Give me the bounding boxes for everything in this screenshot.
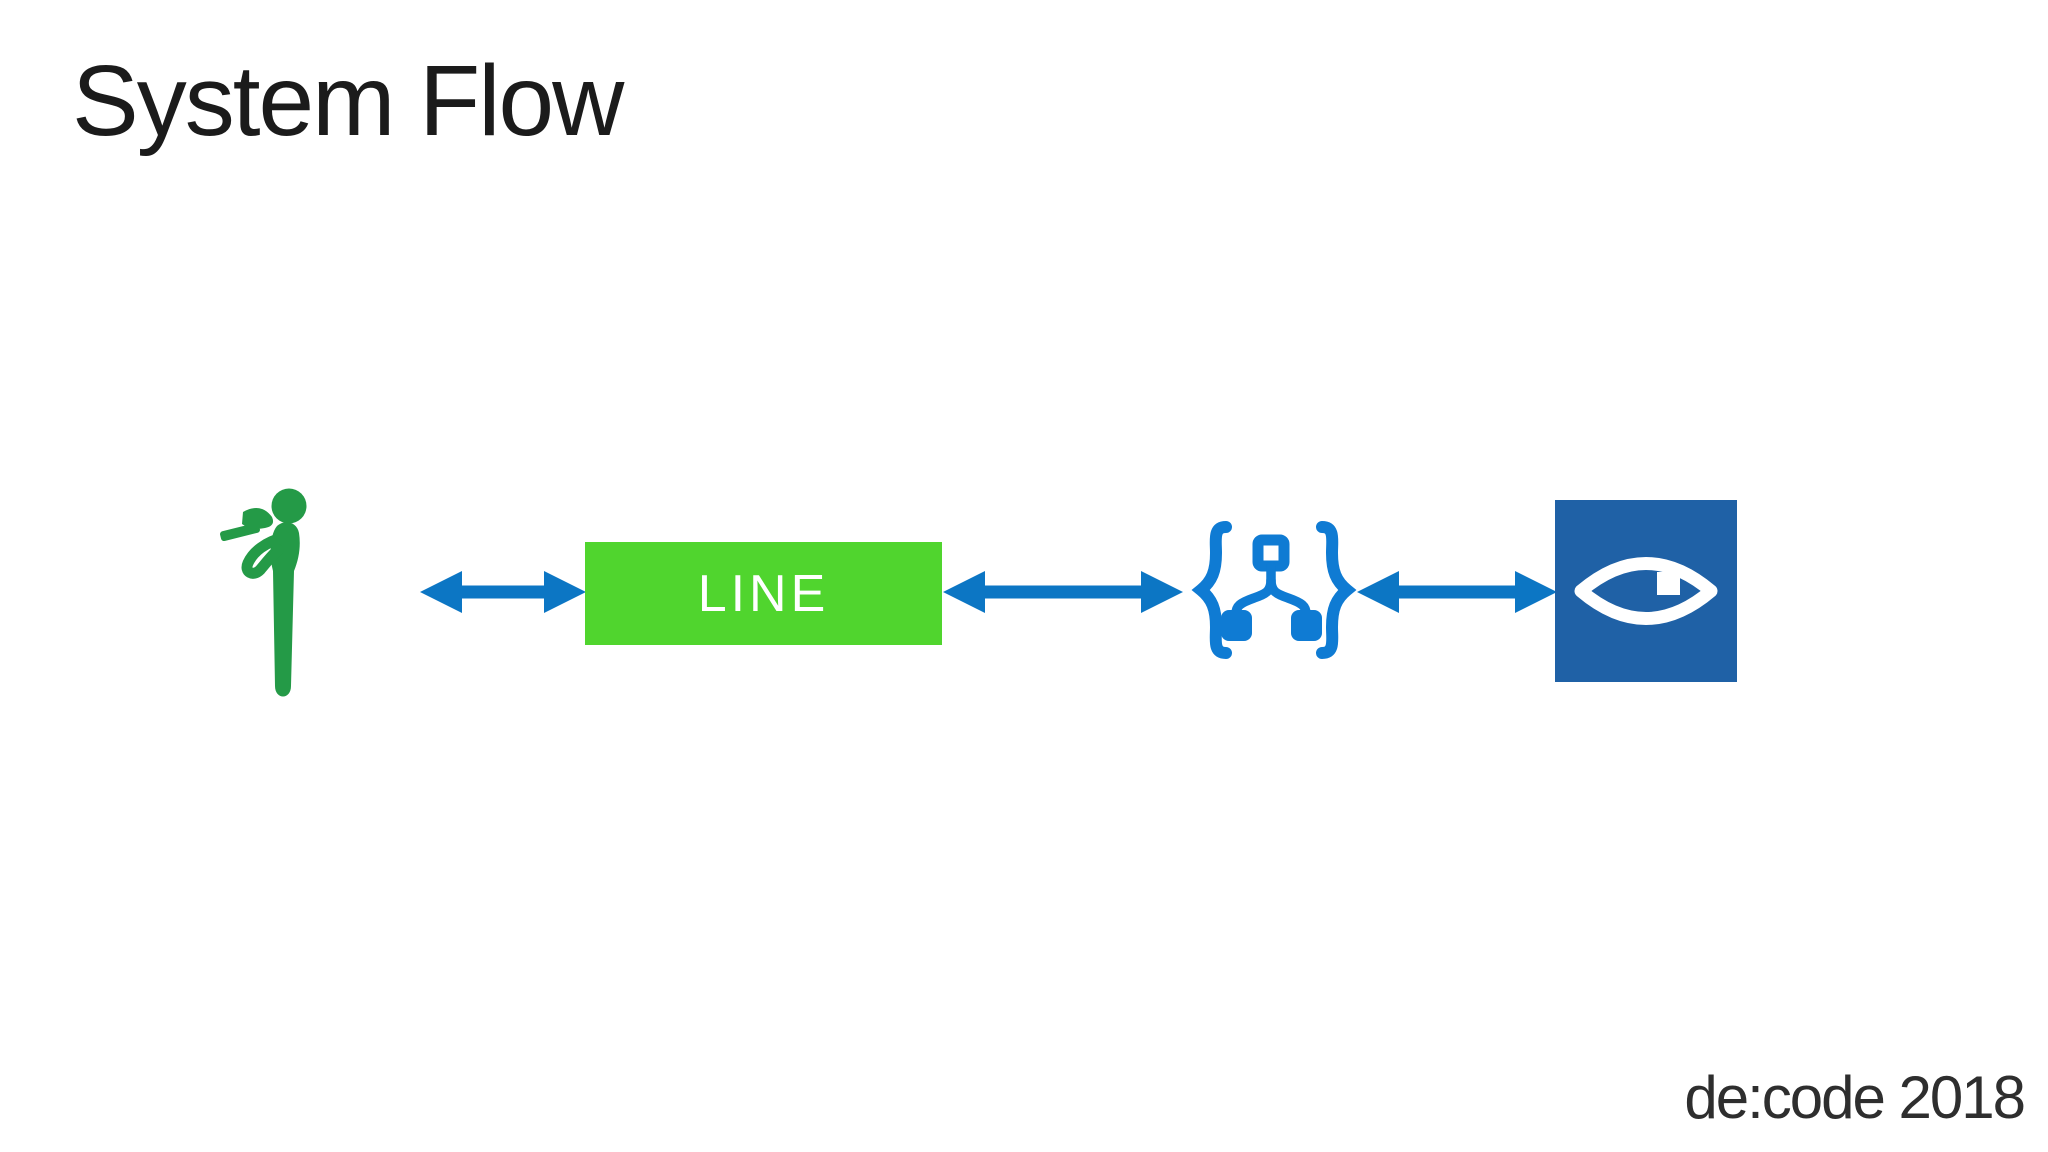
eye-icon: [1574, 557, 1718, 625]
bidirectional-arrow-user-line: [420, 571, 586, 613]
curly-braces-workflow-icon: [1191, 521, 1357, 659]
event-footer: de:code 2018: [1684, 1064, 2026, 1131]
user-node: [215, 470, 345, 720]
logic-app-node: [1188, 520, 1360, 665]
bidirectional-arrow-logicapp-vision: [1357, 571, 1557, 613]
line-node: LINE: [585, 542, 942, 645]
person-reading-phone-icon: [220, 488, 307, 697]
computer-vision-node: [1555, 500, 1737, 682]
line-label: LINE: [697, 564, 830, 623]
page-title: System Flow: [72, 45, 624, 157]
bidirectional-arrow-line-logicapp: [943, 571, 1183, 613]
